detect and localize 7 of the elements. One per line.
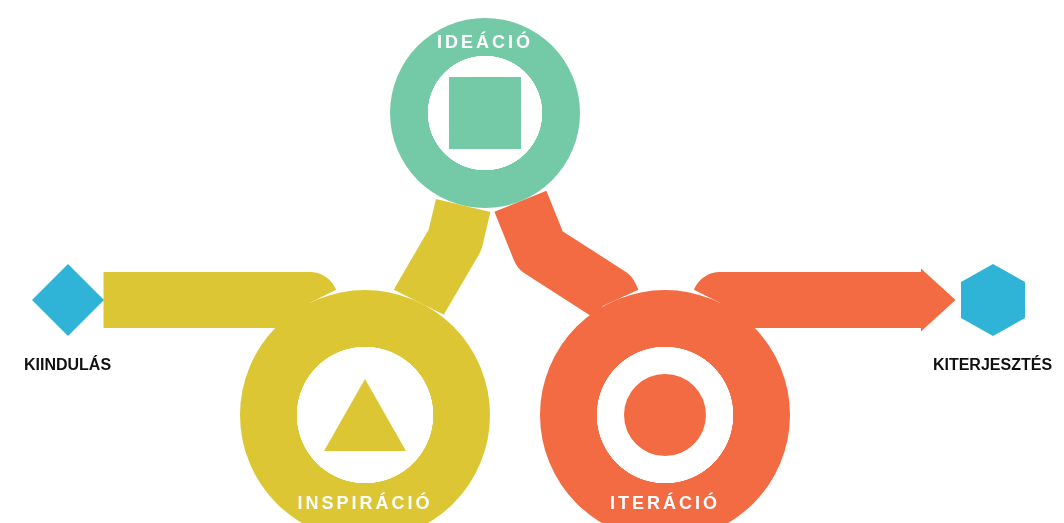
milestone-label: KITERJESZTÉS [932,356,1053,374]
ribbon-connector [103,272,338,328]
stage-label: INSPIRÁCIÓ [297,493,433,514]
milestone-label: KIINDULÁS [23,356,112,374]
ribbon-arrow [692,268,956,332]
stage-label: ITERÁCIÓ [610,493,720,514]
stage-label: IDEÁCIÓ [437,32,533,53]
